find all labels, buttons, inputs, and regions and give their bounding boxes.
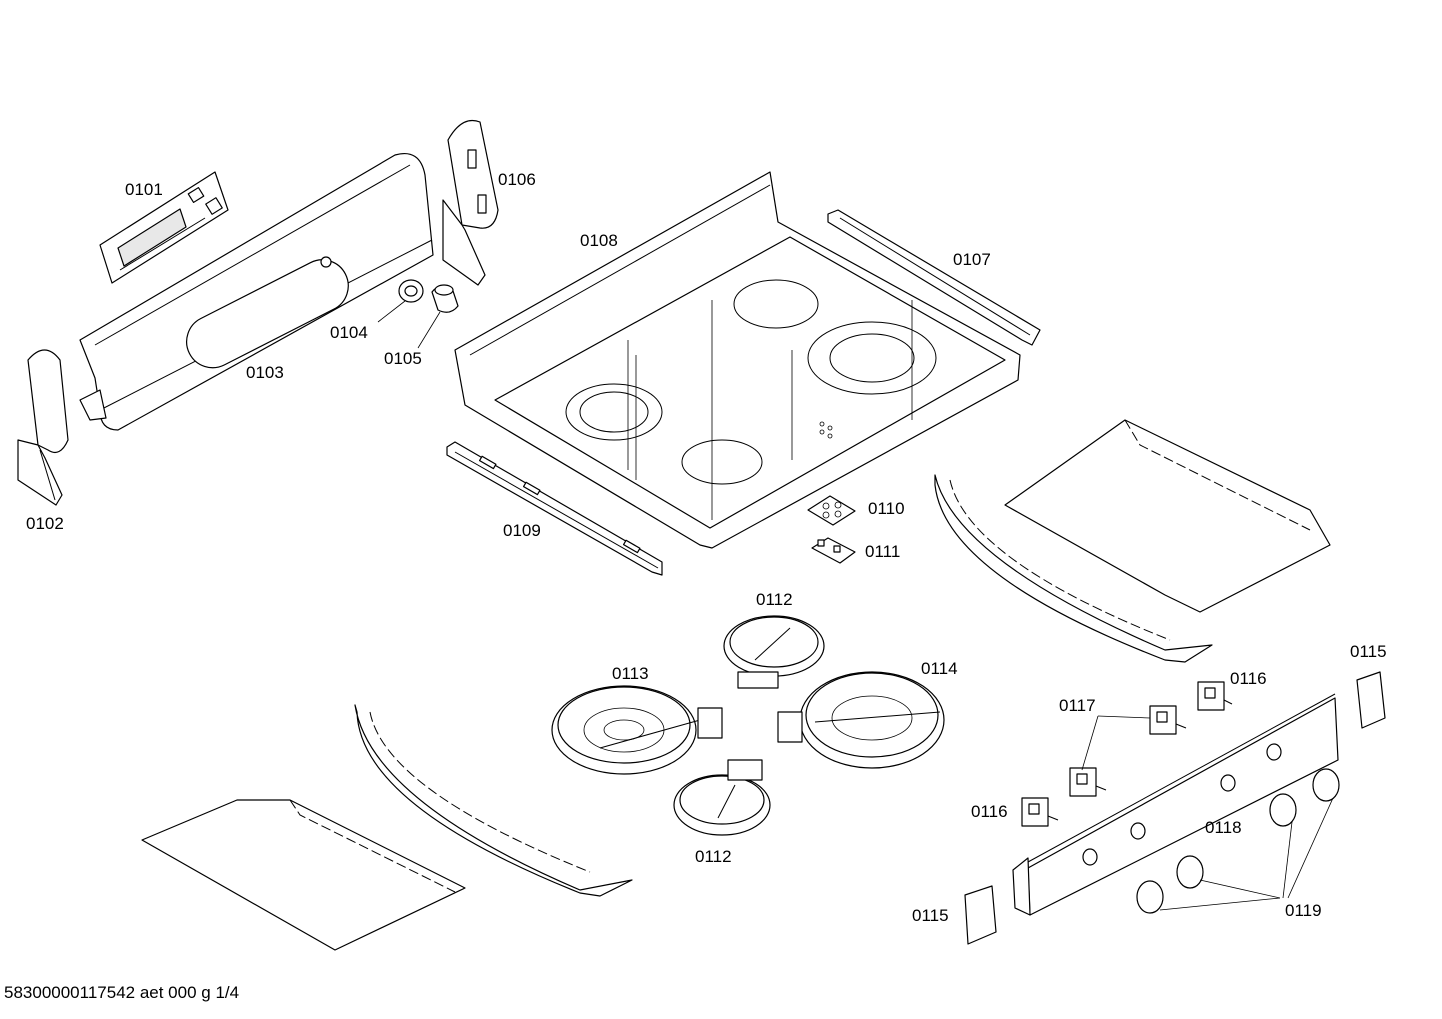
part-label-0102: 0102 (26, 514, 64, 533)
part-label-0112-bottom: 0112 (695, 847, 732, 866)
drawing-reference: 58300000117542 aet 000 g 1/4 (4, 983, 240, 1002)
part-label-0108: 0108 (580, 231, 618, 250)
part-label-0104: 0104 (330, 323, 368, 342)
trim-left (964, 885, 997, 945)
indicator-ring (398, 279, 424, 303)
control-panel (79, 153, 434, 431)
part-label-0105: 0105 (384, 349, 422, 368)
heating-element-small-top (723, 615, 825, 689)
part-label-0118: 0118 (1205, 818, 1242, 837)
terminal-block (811, 537, 856, 564)
part-label-0112-top: 0112 (756, 590, 793, 609)
part-label-0116-top: 0116 (1230, 669, 1267, 688)
part-label-0107: 0107 (953, 250, 991, 269)
heat-shield-left (141, 704, 633, 951)
heating-element-small-bottom (673, 759, 771, 836)
right-end-cap (442, 119, 499, 286)
symbol-plate (807, 495, 856, 526)
switch-0116-bottom (1021, 797, 1059, 827)
part-label-0115-right: 0115 (1350, 642, 1387, 661)
rear-rail (827, 209, 1041, 346)
front-rail (446, 441, 663, 576)
part-label-0109: 0109 (503, 521, 541, 540)
part-label-0106: 0106 (498, 170, 536, 189)
part-label-0113: 0113 (612, 664, 649, 683)
part-label-0114: 0114 (921, 659, 958, 678)
cooktop (454, 171, 1021, 549)
part-label-0101: 0101 (125, 180, 163, 199)
part-label-0115-left: 0115 (912, 906, 949, 925)
front-control-panel (1012, 693, 1339, 916)
part-label-0111: 0111 (865, 542, 901, 561)
part-label-0116-bottom: 0116 (971, 802, 1008, 821)
heating-element-large-left (551, 685, 723, 775)
switch-0117-lower (1069, 767, 1107, 797)
left-end-cap (17, 349, 69, 506)
small-knob (431, 284, 459, 313)
switch-0116-top (1197, 681, 1233, 711)
part-label-0110: 0110 (868, 499, 905, 518)
part-label-0103: 0103 (246, 363, 284, 382)
part-label-0119: 0119 (1285, 901, 1322, 920)
part-label-0117: 0117 (1059, 696, 1096, 715)
heat-shield-right (934, 419, 1331, 663)
heating-element-large-right (777, 671, 945, 769)
switch-0117-upper (1149, 705, 1187, 735)
trim-right (1356, 671, 1386, 729)
knobs (1136, 768, 1340, 914)
control-board (99, 171, 229, 284)
